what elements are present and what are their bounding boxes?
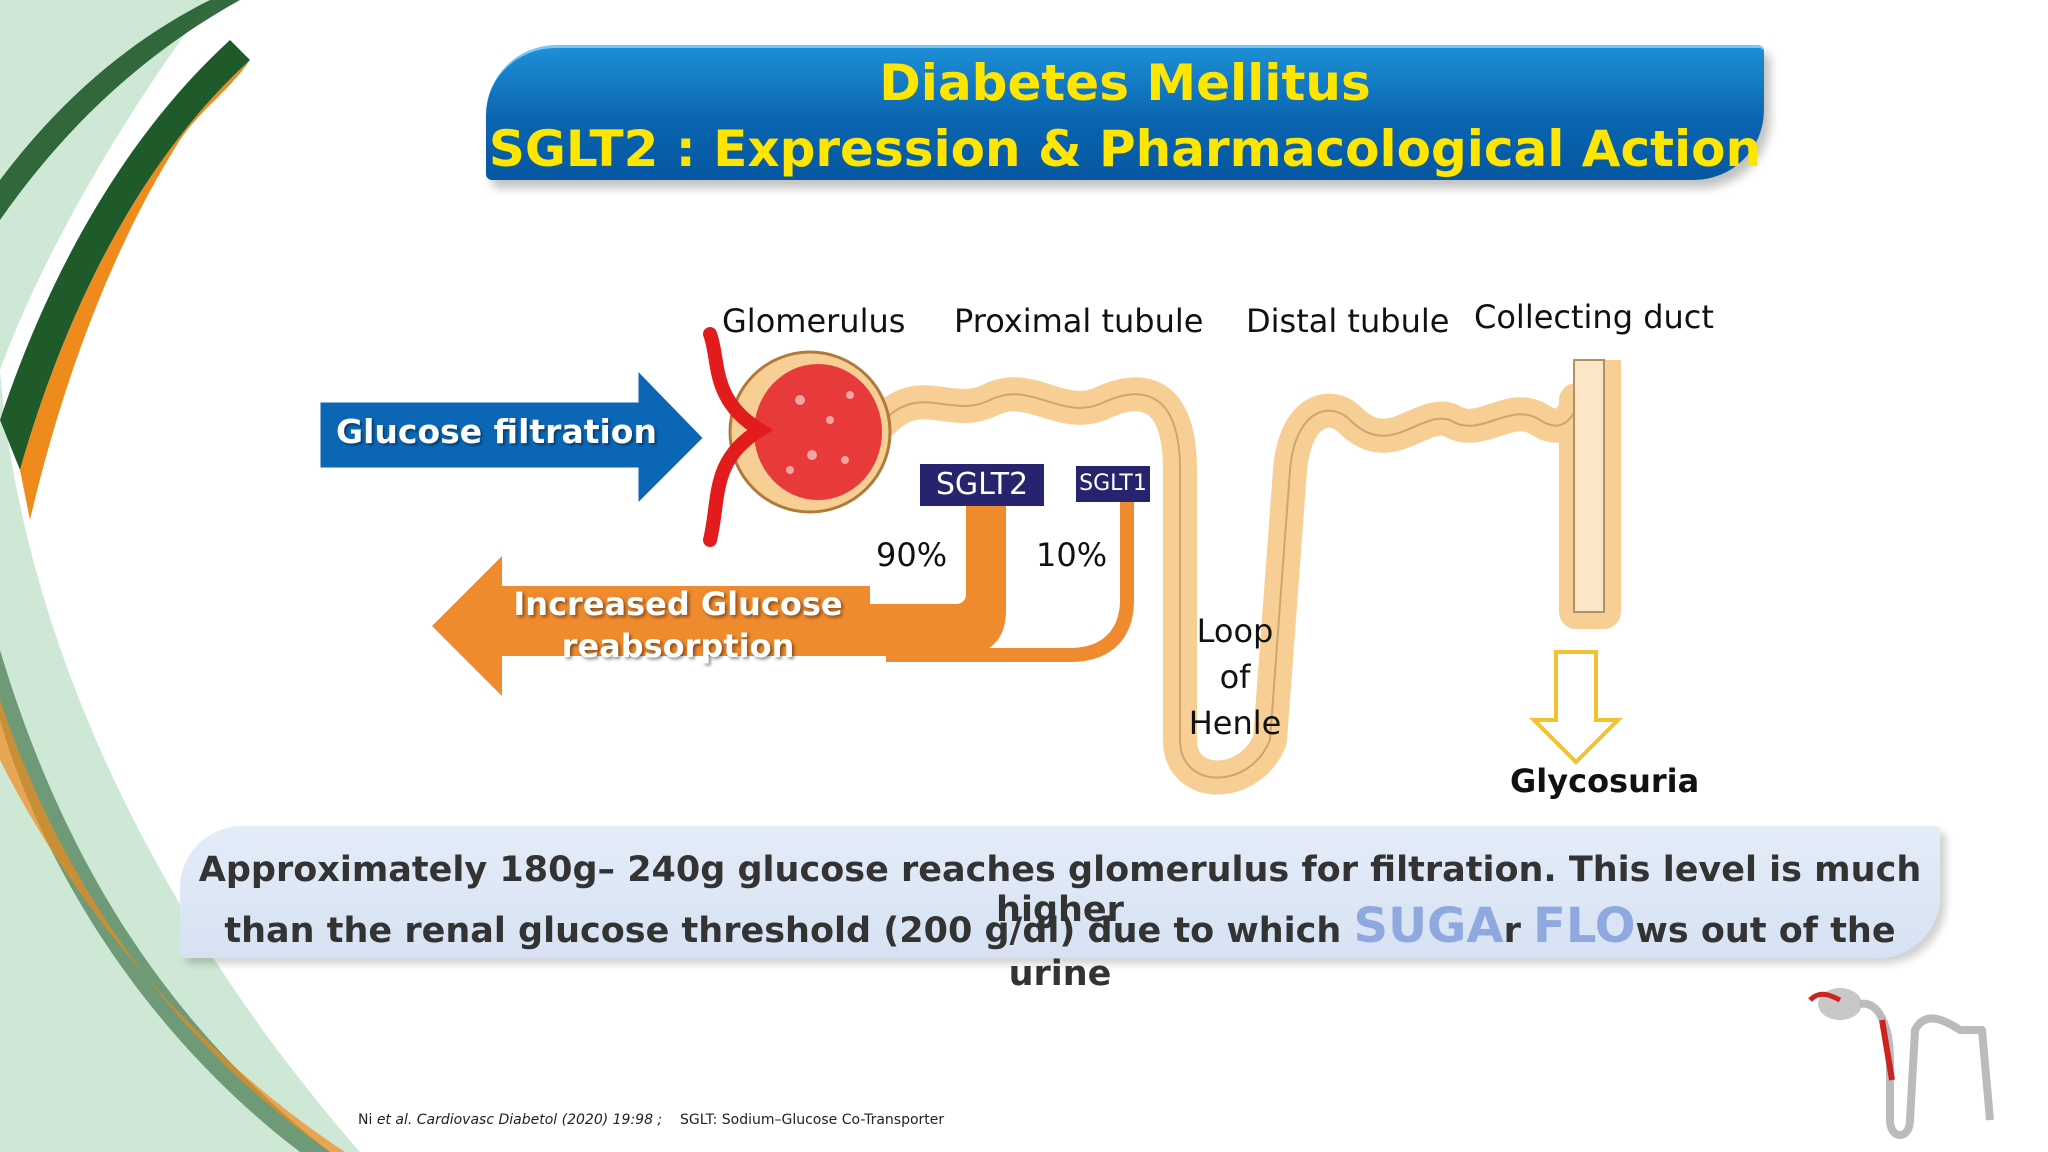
label-collecting-duct: Collecting duct — [1474, 298, 1714, 336]
citation-journal: et al. Cardiovasc Diabetol (2020) 19:98 … — [376, 1112, 663, 1128]
reabsorption-label-line1: Increased Glucose — [513, 585, 843, 623]
filtration-label: Glucose filtration — [336, 412, 657, 451]
info-line-2: than the renal glucose threshold (200 g/… — [180, 898, 1940, 994]
accent-flo: FLO — [1533, 898, 1636, 954]
filtration-arrow — [315, 359, 710, 515]
green-band — [0, 40, 250, 470]
glomerulus-dot — [795, 395, 805, 405]
title-main: Diabetes Mellitus — [879, 54, 1371, 112]
glomerulus-dot — [841, 456, 849, 464]
title-banner: Diabetes Mellitus SGLT2 : Expression & P… — [486, 45, 1764, 180]
mint-band-top — [0, 0, 210, 370]
loop-line3: Henle — [1188, 704, 1282, 742]
info-box: Approximately 180g– 240g glucose reaches… — [180, 826, 1940, 994]
glycosuria-arrow — [1529, 650, 1623, 765]
sglt2-pipe — [860, 506, 1006, 656]
glomerulus-dot — [846, 391, 854, 399]
citation-definition: SGLT: Sodium–Glucose Co-Transporter — [679, 1112, 945, 1128]
sglt1-pipe — [886, 502, 1134, 662]
sglt2-box: SGLT2 — [920, 464, 1044, 506]
mini-nephron-icon — [1808, 988, 1994, 1139]
citation: Ni et al. Cardiovasc Diabetol (2020) 19:… — [358, 1112, 944, 1128]
mint-band-bottom — [0, 370, 360, 1152]
blood-vessel — [703, 327, 774, 547]
accent-r: r — [1503, 911, 1534, 951]
info-line-2-suffix: ws out of the urine — [1008, 911, 1896, 994]
label-glomerulus: Glomerulus — [722, 302, 906, 340]
tubule-outline — [879, 393, 1578, 779]
accent-suga: SUGA — [1353, 898, 1504, 954]
title-subtitle: SGLT2 : Expression & Pharmacological Act… — [488, 120, 1762, 178]
sglt2-percent: 90% — [876, 536, 948, 574]
reabsorption-arrow — [432, 556, 880, 696]
collecting-duct — [1573, 359, 1605, 613]
glomerulus-dot — [786, 466, 794, 474]
label-loop-of-henle: Loop of Henle — [1180, 608, 1290, 746]
tubule — [867, 360, 1621, 795]
loop-line1: Loop — [1196, 612, 1274, 650]
info-line-1: Approximately 180g– 240g glucose reaches… — [198, 850, 1922, 930]
sglt1-percent: 10% — [1036, 536, 1108, 574]
label-distal-tubule: Distal tubule — [1246, 302, 1450, 340]
reabsorption-label-line2: reabsorption — [561, 627, 795, 665]
label-proximal-tubule: Proximal tubule — [954, 302, 1204, 340]
glomerulus-dot — [826, 416, 834, 424]
label-glycosuria: Glycosuria — [1510, 762, 1700, 800]
reabsorption-label: Increased Glucose reabsorption — [508, 583, 848, 667]
loop-line2: of — [1219, 658, 1251, 696]
info-line-2-prefix: than the renal glucose threshold (200 g/… — [224, 911, 1354, 951]
glomerulus-dot — [807, 450, 817, 460]
sglt1-box: SGLT1 — [1076, 466, 1150, 502]
citation-author: Ni — [358, 1112, 377, 1128]
glomerulus-tuft — [754, 364, 882, 500]
